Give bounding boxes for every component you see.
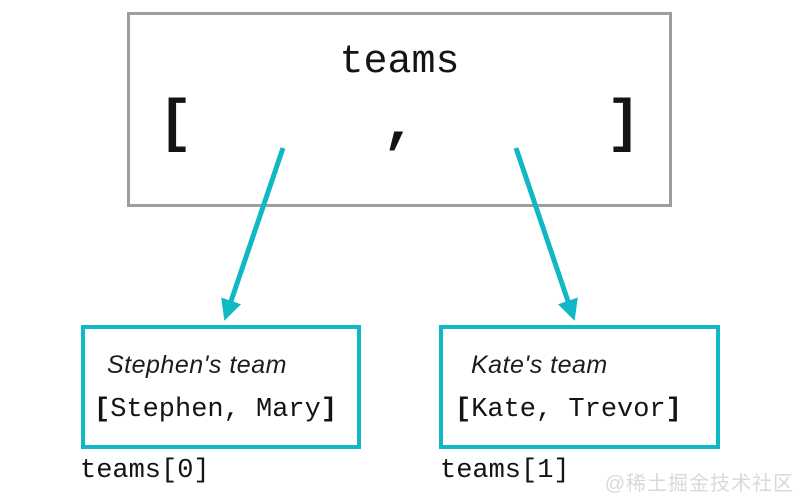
teams-array-box: teams [ , ] <box>127 12 672 207</box>
array-title: teams <box>339 40 460 85</box>
element-1-array: [Kate, Trevor] <box>455 395 682 425</box>
element-1-index-label: teams[1] <box>440 456 570 486</box>
close-bracket: ] <box>606 93 641 158</box>
element-0-open-bracket: [ <box>94 395 111 425</box>
element-1-open-bracket: [ <box>455 395 472 425</box>
element-0-label: Stephen's team <box>107 351 287 379</box>
element-1-label: Kate's team <box>471 351 608 379</box>
element-box-0: Stephen's team [Stephen, Mary] <box>81 325 361 449</box>
element-0-close-bracket: ] <box>320 395 338 425</box>
element-0-array: [Stephen, Mary] <box>94 395 337 425</box>
array-separator: , <box>382 93 417 158</box>
array-bracket-row: [ , ] <box>158 97 641 155</box>
open-bracket: [ <box>158 93 193 158</box>
element-1-values: Kate, Trevor <box>471 395 666 425</box>
element-1-close-bracket: ] <box>665 395 682 425</box>
watermark: @稀土掘金技术社区 <box>604 473 794 495</box>
element-0-values: Stephen, Mary <box>110 395 321 425</box>
element-0-index-label: teams[0] <box>80 456 210 486</box>
element-box-1: Kate's team [Kate, Trevor] <box>439 325 720 449</box>
